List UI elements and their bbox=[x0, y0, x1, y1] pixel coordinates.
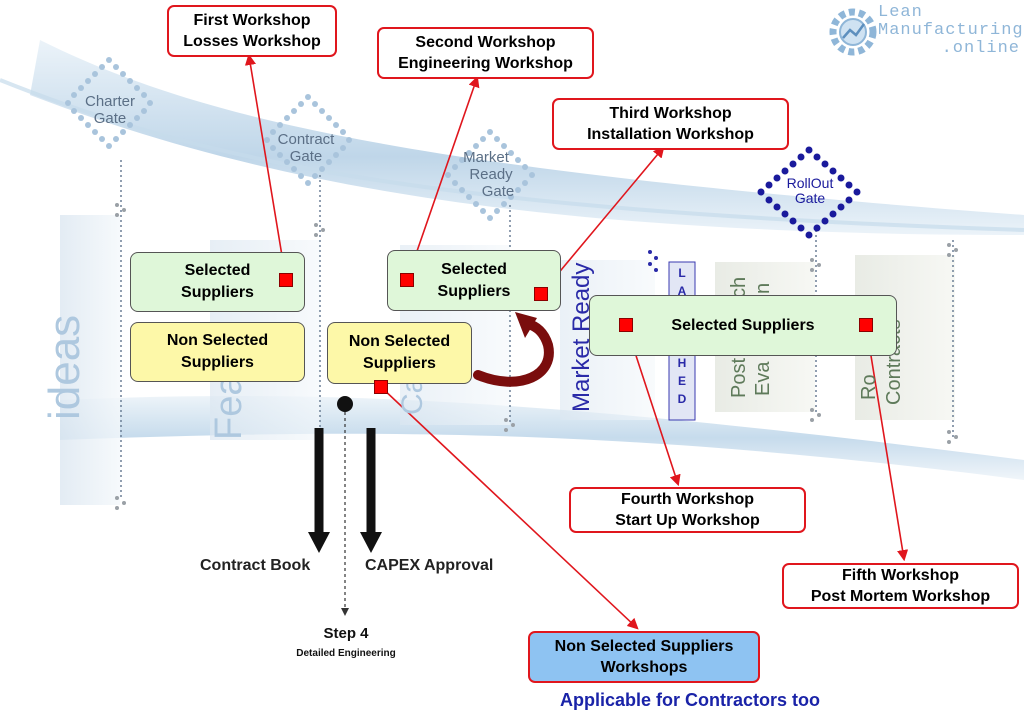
marker-fourth bbox=[619, 318, 633, 332]
logo-line-3: .online bbox=[941, 39, 1020, 58]
contract-book-arrow bbox=[308, 428, 330, 553]
logo: Lean Manufacturing .online bbox=[878, 4, 1024, 58]
selected-suppliers-box-3: Selected Suppliers bbox=[589, 295, 897, 356]
launched-letter: A bbox=[677, 284, 687, 298]
callout-line: Engineering Workshop bbox=[398, 55, 573, 72]
phase-rollout-1: Ro bbox=[858, 374, 880, 400]
logo-line-1: Lean bbox=[878, 3, 923, 22]
step-4-label: Step 4 bbox=[323, 625, 369, 642]
marker-first bbox=[279, 273, 293, 287]
box-line: Selected bbox=[184, 262, 251, 279]
callout-line: Losses Workshop bbox=[183, 33, 321, 50]
phase-post-launch-1: Post bbox=[728, 357, 750, 398]
selected-suppliers-box-2: Selected Suppliers bbox=[387, 250, 561, 311]
non-selected-suppliers-box-2: Non Selected Suppliers bbox=[327, 322, 472, 384]
fourth-workshop-callout: Fourth Workshop Start Up Workshop bbox=[569, 487, 806, 533]
second-workshop-callout: Second Workshop Engineering Workshop bbox=[377, 27, 594, 79]
step-4-marker bbox=[337, 396, 353, 616]
connectors bbox=[244, 53, 909, 630]
step-4-detail: Detailed Engineering bbox=[296, 648, 396, 659]
fifth-workshop-callout: Fifth Workshop Post Mortem Workshop bbox=[782, 563, 1019, 609]
selected-suppliers-box-1: Selected Suppliers bbox=[130, 252, 305, 312]
charter-gate-line-2: Gate bbox=[93, 110, 127, 127]
gear-icon bbox=[829, 8, 877, 56]
box-line: Selected Suppliers bbox=[671, 316, 815, 334]
box-line: Non Selected bbox=[166, 332, 269, 349]
contract-gate-label: Contract Gate bbox=[266, 131, 346, 165]
box-line: Suppliers bbox=[437, 282, 511, 300]
callout-line: Third Workshop bbox=[609, 105, 732, 122]
phase-post-launch-2: Eva bbox=[752, 361, 774, 396]
curved-arrow bbox=[473, 312, 554, 387]
market-gate-line-2: Ready bbox=[469, 166, 513, 183]
box-line: Suppliers bbox=[181, 354, 254, 371]
rollout-gate-label: RollOut Gate bbox=[765, 176, 855, 206]
marker-third bbox=[534, 287, 548, 301]
charter-gate-diamond bbox=[65, 57, 153, 149]
non-selected-suppliers-box-1: Non Selected Suppliers bbox=[130, 322, 305, 382]
rollout-gate-line-2: Gate bbox=[794, 190, 826, 206]
callout-line: Start Up Workshop bbox=[615, 512, 760, 529]
marker-second bbox=[400, 273, 414, 287]
contract-gate-line-2: Gate bbox=[289, 148, 323, 165]
footer-note: Applicable for Contractors too bbox=[559, 690, 820, 710]
rollout-gate-line-1: RollOut bbox=[786, 175, 834, 191]
callout-line: Installation Workshop bbox=[587, 126, 754, 143]
market-ready-gate-label: Market Ready Gate bbox=[446, 149, 526, 200]
callout-line: First Workshop bbox=[193, 12, 311, 29]
callout-line: Second Workshop bbox=[415, 34, 556, 51]
marker-fifth bbox=[859, 318, 873, 332]
box-line: Non Selected bbox=[348, 333, 451, 350]
launched-letter: D bbox=[677, 392, 687, 406]
first-workshop-callout: First Workshop Losses Workshop bbox=[167, 5, 337, 57]
non-selected-workshops-callout: Non Selected Suppliers Workshops bbox=[528, 631, 760, 683]
phase-ideas: ideas bbox=[40, 314, 89, 420]
launched-letter: E bbox=[677, 374, 686, 388]
contract-gate-line-1: Contract bbox=[277, 131, 335, 148]
contract-gate-diamond bbox=[264, 94, 352, 186]
contract-book-label: Contract Book bbox=[200, 557, 311, 574]
launched-letter: H bbox=[677, 356, 687, 370]
box-line: Suppliers bbox=[181, 284, 254, 301]
callout-line: Fourth Workshop bbox=[620, 491, 755, 508]
capex-approval-label: CAPEX Approval bbox=[365, 557, 494, 574]
market-gate-line-3: Gate bbox=[481, 183, 515, 200]
capex-arrow bbox=[360, 428, 382, 553]
market-gate-line-1: Market bbox=[463, 149, 509, 166]
charter-gate-label: Charter Gate bbox=[75, 93, 145, 127]
charter-gate-line-1: Charter bbox=[84, 93, 136, 110]
callout-line: Post Mortem Workshop bbox=[810, 588, 991, 605]
launched-letter: L bbox=[678, 266, 686, 280]
third-workshop-callout: Third Workshop Installation Workshop bbox=[552, 98, 789, 150]
phase-feasibility: Fea bbox=[208, 374, 250, 440]
box-line: Suppliers bbox=[363, 355, 436, 372]
logo-line-2: Manufacturing bbox=[878, 21, 1024, 40]
rollout-gate-diamond bbox=[757, 146, 861, 239]
box-line: Selected bbox=[441, 260, 507, 278]
launch-dots bbox=[648, 250, 658, 272]
gate-lines bbox=[120, 160, 954, 500]
callout-line: Non Selected Suppliers bbox=[554, 638, 734, 655]
phase-post-launch-suffix-2: n bbox=[752, 282, 774, 294]
gate-dots bbox=[115, 203, 958, 510]
callout-line: Workshops bbox=[600, 659, 688, 676]
marker-non-selected bbox=[374, 380, 388, 394]
market-ready-gate-diamond bbox=[445, 129, 535, 221]
callout-line: Fifth Workshop bbox=[841, 567, 960, 584]
